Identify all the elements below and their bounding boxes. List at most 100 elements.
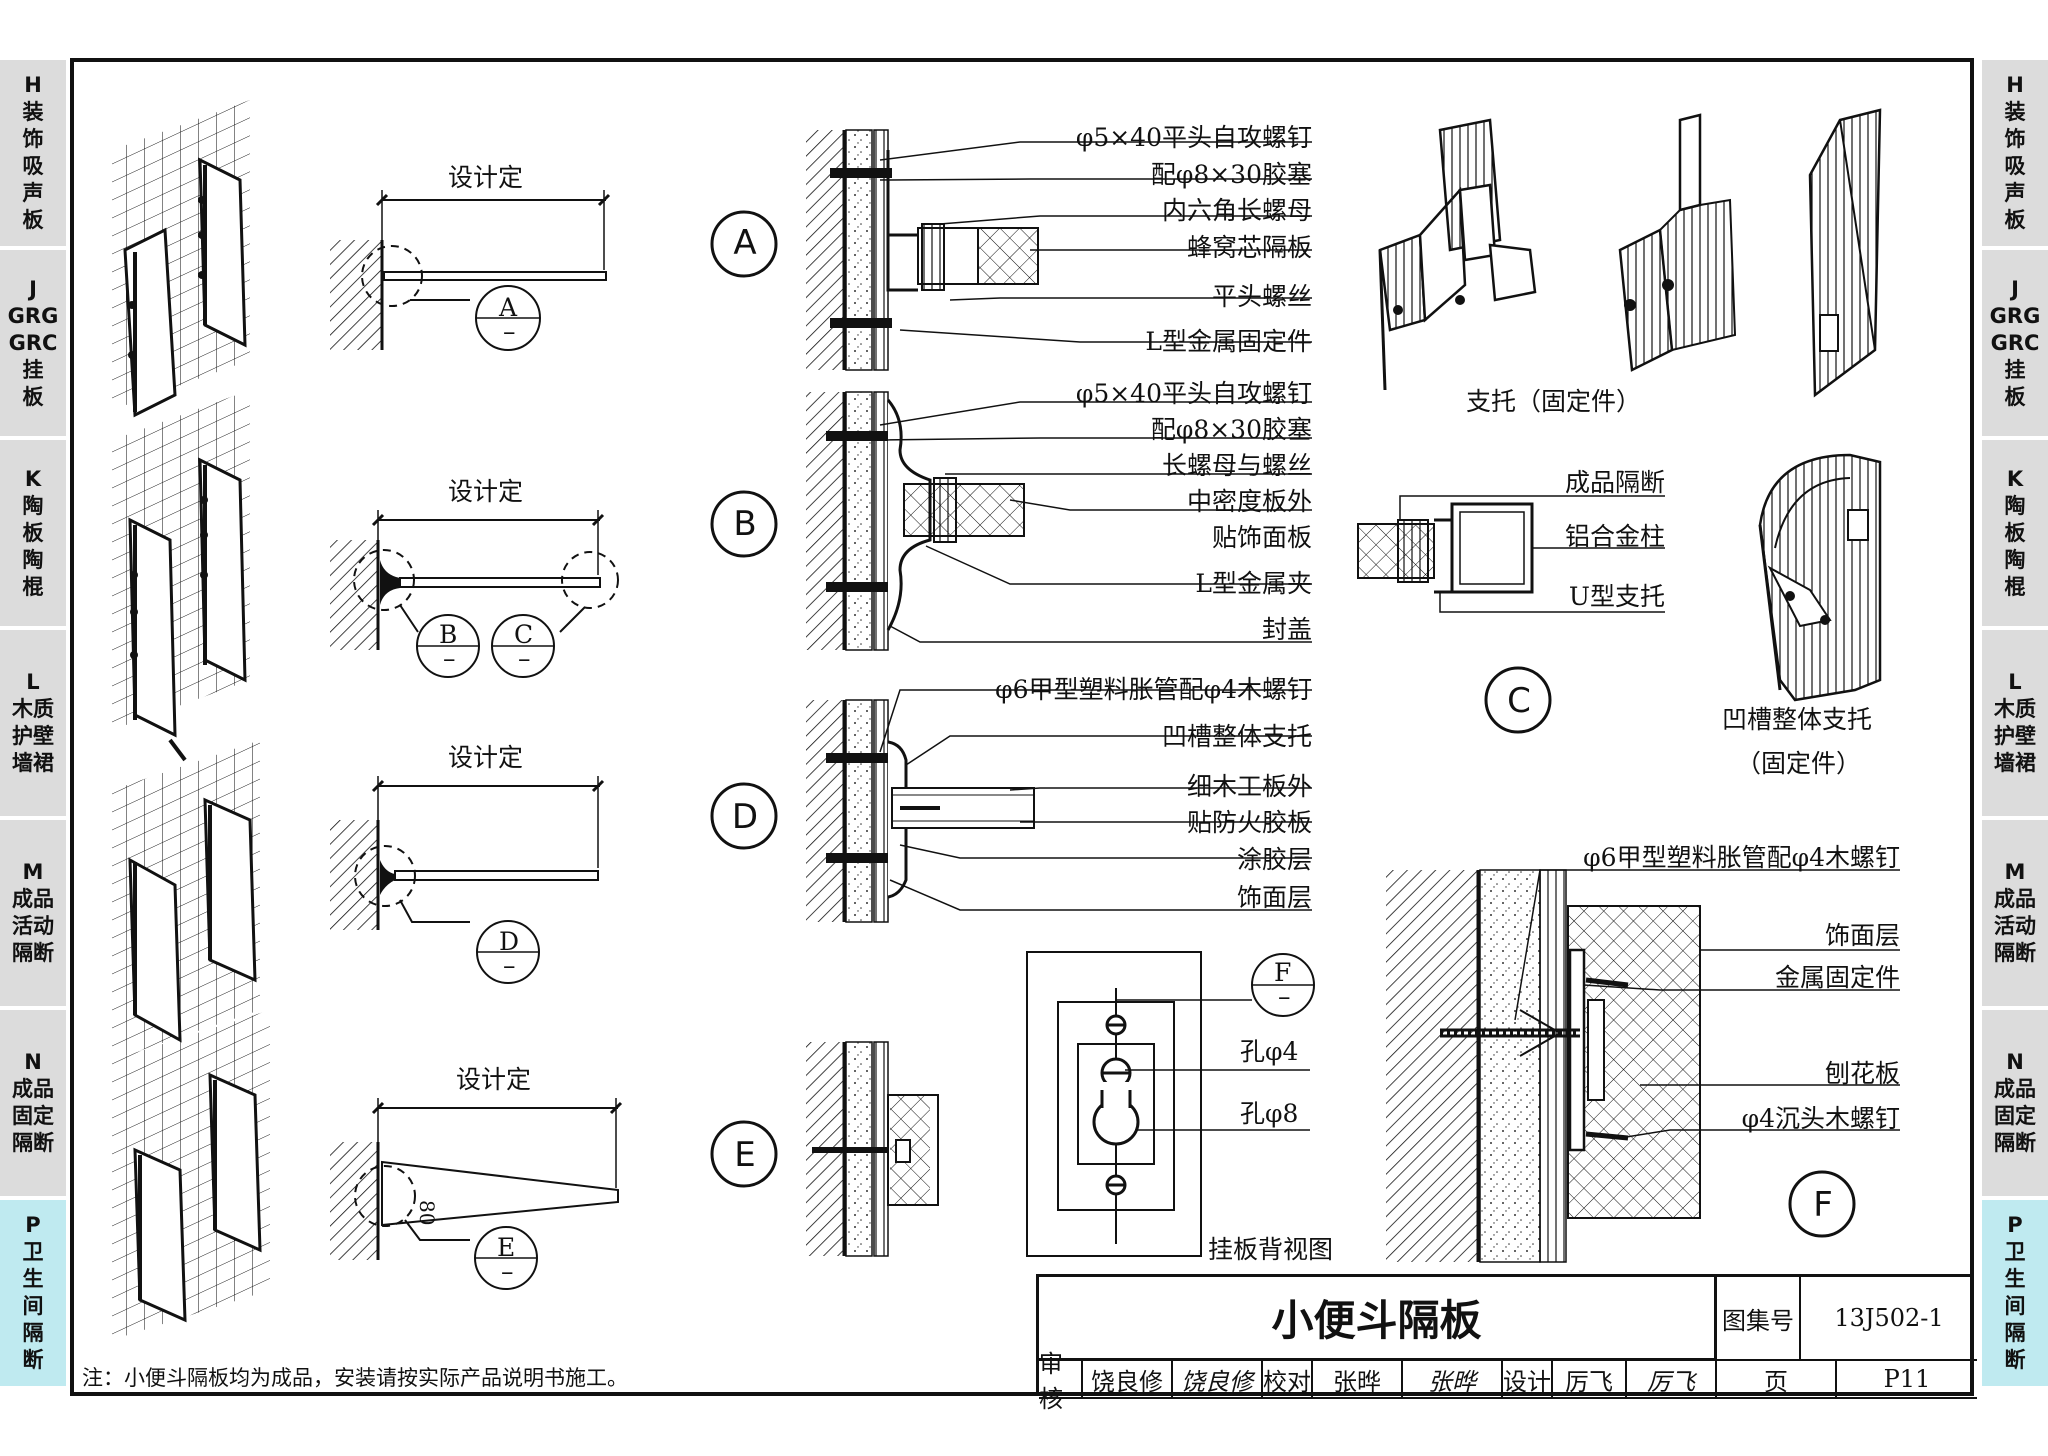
detail-f-label-4: φ4沉头木螺钉 [1742,1104,1900,1133]
detail-d-label-3: 贴防火胶板 [1187,808,1312,837]
detail-b-label-6: 封盖 [1262,615,1312,644]
detail-d-label-1: 凹槽整体支托 [1162,722,1312,751]
tab-line: 成品 [12,887,54,911]
detail-a-label-3: 蜂窝芯隔板 [1187,233,1312,262]
tab-line: 生 [2004,1267,2026,1291]
design-label: 设计 [1503,1361,1553,1399]
detail-f-drawing [1386,869,1900,1263]
tab-line: 板 [22,520,44,545]
plan-ref-c-sub: – [518,644,531,673]
tab-line: GRC [1990,330,2040,355]
tab-line: 隔断 [1994,941,2036,965]
tab-line: 卫 [2004,1240,2026,1264]
detail-d-label-4: 涂胶层 [1237,845,1312,874]
detail-b-label-1: 配φ8×30胶塞 [1151,415,1312,444]
plan-labels: 设计定 设计定 设计定 设计定 A – B – C – D – E – 80 [415,163,533,1286]
dim-label-3: 设计定 [448,743,523,772]
detail-b-label-5: L型金属夹 [1195,569,1312,598]
tab-line: 成品 [1994,887,2036,911]
tab-line: 吸 [2004,154,2026,178]
tab-line: 护壁 [1994,724,2036,748]
tab-line: 装 [22,100,44,124]
tab-code: L [2008,670,2022,694]
plan-1 [330,190,611,351]
back-view-ref: F [1274,958,1291,987]
tab-line: 饰 [2004,127,2026,151]
detail-a-label-0: φ5×40平头自攻螺钉 [1076,123,1312,152]
tab-line: 棍 [2004,574,2026,599]
reviewer-signature: 饶良修 [1173,1361,1263,1399]
tab-code: M [2004,860,2026,884]
detail-c-letter: C [1507,681,1531,721]
detail-e-letter: E [734,1135,755,1175]
plan-ref-d-sub: – [503,951,516,980]
tab-line: 棍 [22,574,44,599]
plan-ref-a: A [498,293,518,322]
detail-a-letter: A [733,223,756,263]
detail-f-labels: φ6甲型塑料胀管配φ4木螺钉 饰面层 金属固定件 刨花板 φ4沉头木螺钉 F [1583,843,1900,1225]
tab-line: 板 [22,208,44,232]
page-number: P11 [1837,1361,1977,1399]
review-label: 审核 [1039,1350,1083,1413]
tab-code: J [29,276,37,301]
checker-name: 张晔 [1313,1361,1403,1399]
tab-line: 墙裙 [1994,751,2036,775]
plan-ref-a-sub: – [503,317,516,346]
detail-a-label-5: L型金属固定件 [1145,327,1312,356]
tab-line: 活动 [1994,914,2036,938]
detail-b-label-0: φ5×40平头自攻螺钉 [1076,379,1312,408]
perspective-sketch-2 [112,390,250,762]
detail-a-drawing [710,129,1312,371]
tab-line: 饰 [22,127,44,151]
section-tab-m[interactable]: M 成品活动隔断 [1982,820,2048,1010]
checker-signature: 张晔 [1403,1361,1503,1399]
tab-code: K [2006,466,2024,491]
tab-line: 陶 [2004,493,2026,518]
hole-small-label: 孔φ4 [1240,1037,1298,1066]
designer-name: 厉飞 [1553,1361,1627,1399]
detail-c-label-1: 铝合金柱 [1565,522,1665,551]
detail-b-label-2: 长螺母与螺丝 [1162,451,1312,480]
check-label: 校对 [1263,1361,1313,1399]
detail-d-label-0: φ6甲型塑料胀管配φ4木螺钉 [995,675,1312,704]
tab-line: 间 [22,1294,44,1318]
dim-label-4: 设计定 [456,1065,531,1094]
reviewer-name: 饶良修 [1083,1361,1173,1399]
dim-label-1: 设计定 [448,163,523,192]
detail-c-labels: 成品隔断 铝合金柱 U型支托 C [1507,468,1665,721]
plan-2 [330,510,619,678]
back-view-drawing [1026,951,1315,1257]
perspective-sketch-3 [112,740,260,1060]
tab-line: GRG [7,303,59,328]
tab-line: 板 [22,384,44,409]
groove-support [1758,453,1882,702]
tab-line: 声 [22,181,44,205]
detail-a-labels: A φ5×40平头自攻螺钉 配φ8×30胶塞 内六角长螺母 蜂窝芯隔板 平头螺丝… [733,123,1312,356]
tab-line: 装 [2004,100,2026,124]
groove-caption-2: （固定件） [1736,749,1861,778]
detail-b-labels: B φ5×40平头自攻螺钉 配φ8×30胶塞 长螺母与螺丝 中密度板外 贴饰面板… [733,379,1312,644]
tab-code: H [24,73,42,97]
dim-label-2: 设计定 [448,477,523,506]
plan-ref-c: C [514,620,533,649]
hole-large-label: 孔φ8 [1240,1099,1298,1128]
tab-code: M [22,860,44,884]
detail-e-drawing [710,1041,939,1257]
page-label: 页 [1717,1361,1837,1399]
plan-ref-b: B [439,620,457,649]
detail-b-letter: B [733,504,756,544]
